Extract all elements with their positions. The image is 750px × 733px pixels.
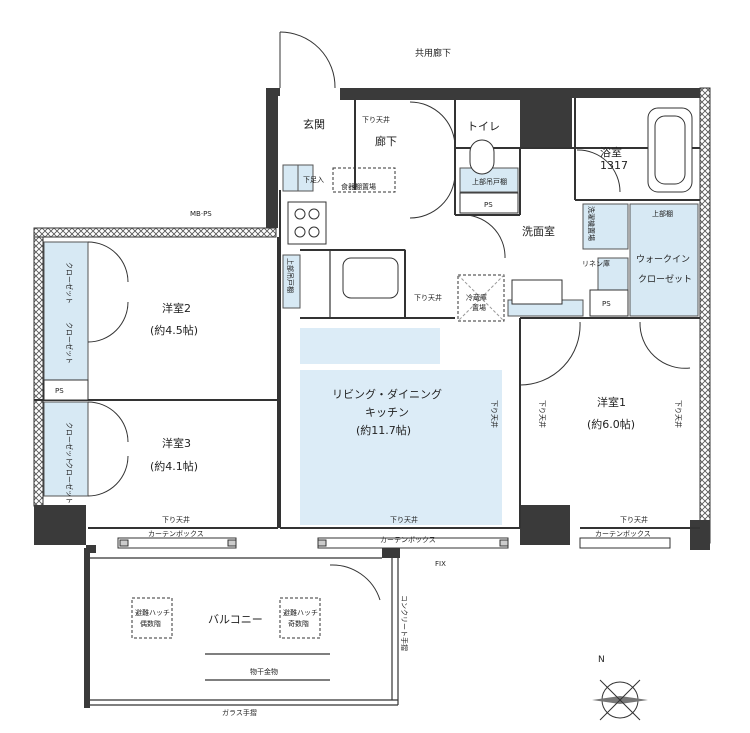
fix-label: FIX xyxy=(435,560,446,568)
curtain-box-label-2: カーテンボックス xyxy=(380,536,436,544)
closet-label-4: クローゼット xyxy=(65,462,74,504)
hatch-even xyxy=(131,597,173,639)
upper-shelf-label: 上部棚 xyxy=(652,209,673,218)
room3-name: 洋室3 xyxy=(162,436,191,450)
ps-label-1: PS xyxy=(484,201,493,209)
exterior-wall-top-left xyxy=(33,227,277,238)
washroom-label: 洗面室 xyxy=(522,224,555,238)
fridge-label-1: 冷蔵庫 xyxy=(466,293,487,302)
ldk-label-2: キッチン xyxy=(365,406,409,419)
ldk-ceiling-label: 下り天井 xyxy=(390,515,418,524)
ldk-label-3: (約11.7帖) xyxy=(356,423,411,437)
laundry-pole-label: 物干金物 xyxy=(250,667,278,676)
hatch-even-label-2: 偶数階 xyxy=(140,619,161,628)
washbasin xyxy=(511,279,563,305)
ps-label-2: PS xyxy=(602,300,611,308)
mbps-label: MB·PS xyxy=(190,210,212,218)
dish-rack-space xyxy=(332,167,396,193)
room1-ceiling-vertical-2: 下り天井 xyxy=(674,400,683,428)
concrete-rail-label: コンクリート手摺 xyxy=(400,595,409,651)
room2-ceiling-label: 下り天井 xyxy=(162,515,190,524)
ldk-label-1: リビング・ダイニング xyxy=(332,387,442,401)
ldk-ceiling-vertical: 下り天井 xyxy=(490,400,499,428)
room3-size: (約4.1帖) xyxy=(150,459,198,473)
hallway-ceiling-label: 下り天井 xyxy=(362,115,390,124)
hatch-odd-label-1: 避難ハッチ xyxy=(283,608,318,617)
ps-box-3 xyxy=(43,379,89,401)
hatch-odd xyxy=(279,597,321,639)
kitchen-ceiling-label: 下り天井 xyxy=(414,293,442,302)
hatch-even-label-1: 避難ハッチ xyxy=(135,608,170,617)
toilet-upper-label: 上部吊戸棚 xyxy=(472,177,507,186)
exterior-wall-right xyxy=(699,87,711,544)
laundry-upper-label: 洗濯機置場 xyxy=(587,206,596,241)
balcony-outline xyxy=(90,557,399,706)
hallway-label: 廊下 xyxy=(375,134,397,148)
interior-walls xyxy=(34,98,700,529)
room2-size: (約4.5帖) xyxy=(150,323,198,337)
linen-label: リネン庫 xyxy=(582,259,610,268)
closet-label-1: クローゼット xyxy=(65,262,74,304)
toilet-bowl xyxy=(469,139,495,175)
corridor-common-label: 共用廊下 xyxy=(415,47,451,59)
kitchen-sink xyxy=(342,257,399,299)
compass-icon xyxy=(592,672,648,728)
balcony-label: バルコニー xyxy=(208,613,263,626)
stove xyxy=(287,201,327,245)
walkin-label-1: ウォークイン xyxy=(636,254,690,265)
room1-size: (約6.0帖) xyxy=(587,417,635,431)
ps-label-3: PS xyxy=(55,387,64,395)
bath-size-label: 1317 xyxy=(600,159,628,172)
room1-ceiling-label: 下り天井 xyxy=(620,515,648,524)
ps-box-1 xyxy=(459,192,519,214)
walkin-label-2: クローゼット xyxy=(638,273,692,285)
bath-label: 浴室 xyxy=(600,145,622,159)
closet-label-2: クローゼット xyxy=(65,322,74,364)
curtain-box-label-1: カーテンボックス xyxy=(148,530,204,538)
shoe-box-label: 下足入 xyxy=(303,176,324,184)
window-frames xyxy=(117,537,671,549)
fridge-label-2: 置場 xyxy=(472,303,486,312)
ldk-floor xyxy=(300,328,440,364)
curtain-box-label-3: カーテンボックス xyxy=(595,530,651,538)
bathtub xyxy=(647,107,693,193)
ps-box-2 xyxy=(589,289,629,317)
hatch-odd-label-2: 奇数階 xyxy=(288,619,309,628)
toilet-label: トイレ xyxy=(467,120,500,133)
room2-name: 洋室2 xyxy=(162,301,191,315)
kitchen-upper-label: 上部吊戸棚 xyxy=(286,258,295,293)
closet-label-3: クローゼット xyxy=(65,422,74,464)
north-label: N xyxy=(598,655,605,665)
door-swings xyxy=(87,31,691,601)
kitchen-counter xyxy=(329,249,406,319)
exterior-wall-left xyxy=(33,227,44,507)
glass-rail-label: ガラス手摺 xyxy=(222,708,257,717)
room1-ceiling-vertical-1: 下り天井 xyxy=(538,400,547,428)
ldk-floor-main xyxy=(300,370,502,525)
entrance-label: 玄関 xyxy=(303,117,325,131)
room1-name: 洋室1 xyxy=(597,395,626,409)
dish-rack-label: 食器棚置場 xyxy=(341,182,376,191)
